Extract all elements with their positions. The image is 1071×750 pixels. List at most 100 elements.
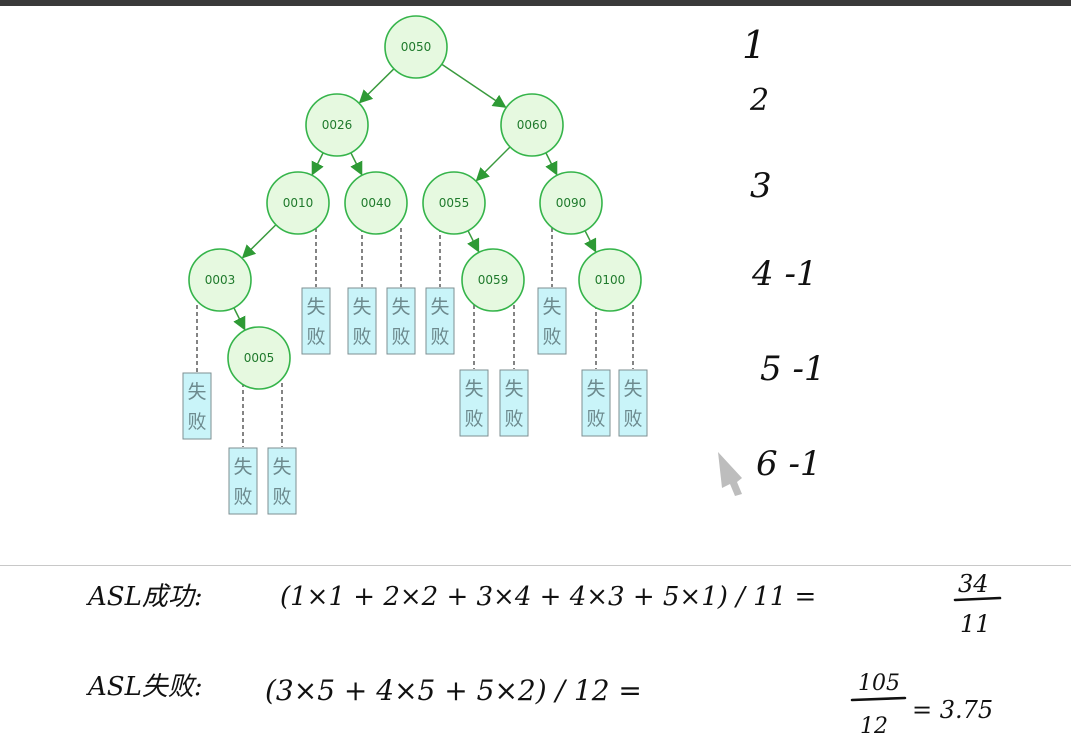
failure-node: 失败 bbox=[618, 369, 648, 437]
level-2: 2 bbox=[749, 83, 769, 118]
failure-node: 失败 bbox=[425, 287, 455, 355]
level-3: 3 bbox=[750, 166, 772, 206]
edge-n90-n100 bbox=[584, 230, 597, 253]
tree-node-0026: 0026 bbox=[305, 93, 369, 157]
asl-success-label: ASL成功: bbox=[86, 582, 203, 612]
failure-node: 失败 bbox=[581, 369, 611, 437]
failure-box bbox=[301, 287, 331, 355]
asl-fail-numerator: 105 bbox=[858, 671, 900, 696]
asl-fail-denominator: 12 bbox=[860, 714, 888, 739]
edge-n60-n90 bbox=[545, 152, 558, 176]
edge-n26-n40 bbox=[350, 152, 363, 176]
failure-node: 失败 bbox=[301, 287, 331, 355]
failure-box bbox=[386, 287, 416, 355]
failure-label-bottom: 败 bbox=[504, 408, 523, 430]
failure-box bbox=[537, 287, 567, 355]
tree-node-circle bbox=[422, 171, 486, 235]
failure-label-top: 失 bbox=[464, 378, 483, 400]
tree-node-key: 0100 bbox=[595, 273, 626, 287]
failure-node: 失败 bbox=[228, 447, 258, 515]
tree-node-0005: 0005 bbox=[227, 326, 291, 390]
edge-n26-n10 bbox=[311, 152, 324, 176]
tree-node-0050: 0050 bbox=[384, 15, 448, 79]
failure-label-bottom: 败 bbox=[430, 326, 449, 348]
level-5: 5 -1 bbox=[760, 349, 826, 389]
failure-label-top: 失 bbox=[306, 296, 325, 318]
tree-node-key: 0003 bbox=[205, 273, 236, 287]
failure-label-bottom: 败 bbox=[233, 486, 252, 508]
tree-node-circle bbox=[539, 171, 603, 235]
failure-label-bottom: 败 bbox=[623, 408, 642, 430]
tree-node-circle bbox=[266, 171, 330, 235]
tree-node-key: 0090 bbox=[556, 196, 587, 210]
tree-node-key: 0010 bbox=[283, 196, 314, 210]
level-1: 1 bbox=[742, 23, 766, 67]
asl-fail-fraction-bar bbox=[850, 696, 907, 702]
asl-success-denominator: 11 bbox=[960, 610, 991, 638]
tree-node-key: 0026 bbox=[322, 118, 353, 132]
tree-node-circle bbox=[188, 248, 252, 312]
failure-label-top: 失 bbox=[391, 296, 410, 318]
tree-node-circle bbox=[578, 248, 642, 312]
failure-node: 失败 bbox=[386, 287, 416, 355]
failure-label-bottom: 败 bbox=[391, 326, 410, 348]
failure-box bbox=[425, 287, 455, 355]
failure-label-bottom: 败 bbox=[272, 486, 291, 508]
tree-node-circle bbox=[305, 93, 369, 157]
failure-label-top: 失 bbox=[623, 378, 642, 400]
tree-node-circle bbox=[227, 326, 291, 390]
failure-label-top: 失 bbox=[233, 456, 252, 478]
tree-node-key: 0055 bbox=[439, 196, 470, 210]
failure-label-bottom: 败 bbox=[586, 408, 605, 430]
window-top-bar bbox=[0, 0, 1071, 6]
tree-node-circle bbox=[461, 248, 525, 312]
failure-node: 失败 bbox=[537, 287, 567, 355]
tree-node-circle bbox=[344, 171, 408, 235]
tree-node-0100: 0100 bbox=[578, 248, 642, 312]
asl-fail-formula: ASL失败: (3×5 + 4×5 + 5×2) / 12 = 105 12 =… bbox=[86, 671, 993, 739]
failure-label-top: 失 bbox=[542, 296, 561, 318]
tree-node-0040: 0040 bbox=[344, 171, 408, 235]
failure-node: 失败 bbox=[499, 369, 529, 437]
tree-node-0010: 0010 bbox=[266, 171, 330, 235]
tree-node-key: 0005 bbox=[244, 351, 275, 365]
failure-node: 失败 bbox=[182, 372, 212, 440]
failure-label-top: 失 bbox=[272, 456, 291, 478]
asl-success-fraction-bar bbox=[953, 596, 1002, 602]
failure-node: 失败 bbox=[459, 369, 489, 437]
tree-edges bbox=[233, 63, 597, 331]
failure-box bbox=[182, 372, 212, 440]
level-4: 4 -1 bbox=[751, 254, 818, 294]
tree-node-circle bbox=[384, 15, 448, 79]
asl-success-expression: (1×1 + 2×2 + 3×4 + 4×3 + 5×1) / 11 = bbox=[280, 582, 816, 612]
edge-n50-n60 bbox=[441, 63, 507, 108]
failure-label-top: 失 bbox=[352, 296, 371, 318]
failure-node: 失败 bbox=[267, 447, 297, 515]
edge-n60-n55 bbox=[475, 146, 511, 182]
tree-node-key: 0040 bbox=[361, 196, 392, 210]
asl-success-numerator: 34 bbox=[958, 570, 989, 598]
cursor-icon bbox=[718, 452, 742, 496]
tree-node-0055: 0055 bbox=[422, 171, 486, 235]
edge-n03-n05 bbox=[233, 307, 246, 331]
failure-label-bottom: 败 bbox=[306, 326, 325, 348]
asl-fail-approx: = 3.75 bbox=[912, 696, 993, 724]
asl-success-formula: ASL成功: (1×1 + 2×2 + 3×4 + 4×3 + 5×1) / 1… bbox=[86, 570, 1002, 638]
tree-node-0090: 0090 bbox=[539, 171, 603, 235]
section-divider bbox=[0, 565, 1071, 566]
failure-label-top: 失 bbox=[430, 296, 449, 318]
level-annotations: 1 2 3 4 -1 5 -1 6 -1 bbox=[742, 23, 826, 484]
failure-box bbox=[618, 369, 648, 437]
tree-node-0003: 0003 bbox=[188, 248, 252, 312]
asl-fail-label: ASL失败: bbox=[86, 672, 203, 702]
failure-label-bottom: 败 bbox=[464, 408, 483, 430]
tree-node-key: 0060 bbox=[517, 118, 548, 132]
tree-node-circle bbox=[500, 93, 564, 157]
failure-box bbox=[228, 447, 258, 515]
edge-n10-n03 bbox=[241, 224, 277, 259]
failure-label-top: 失 bbox=[187, 381, 206, 403]
edge-n55-n59 bbox=[467, 230, 480, 253]
